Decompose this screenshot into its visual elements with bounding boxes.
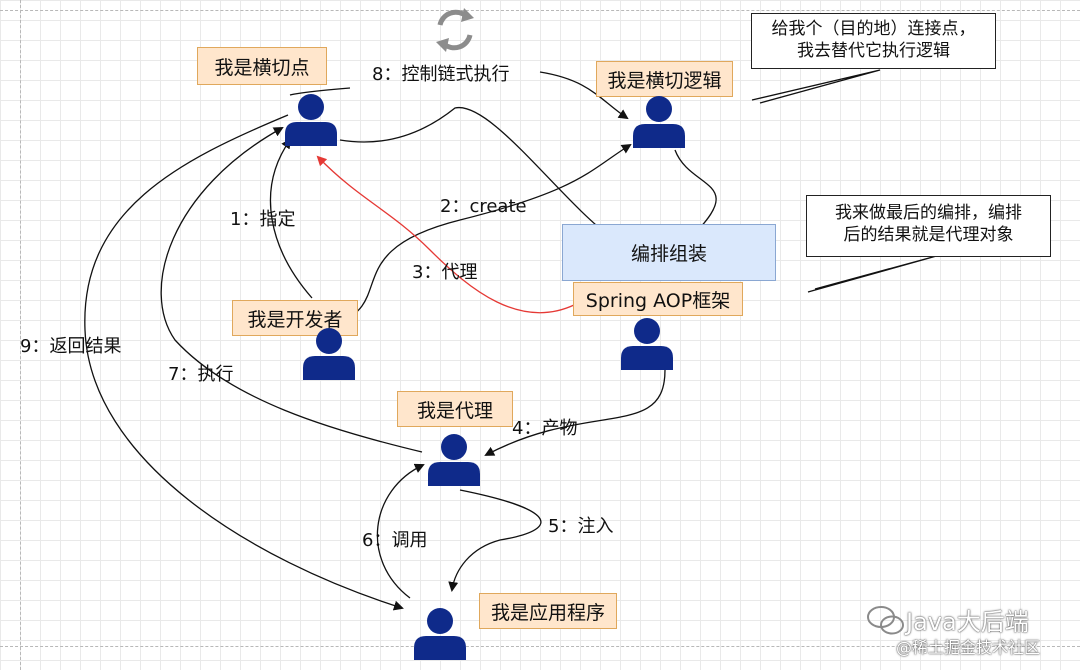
callout-right-tail (807, 254, 941, 293)
person-icon (428, 434, 480, 486)
node-crosscut-point: 我是横切点 (197, 47, 327, 85)
edge-label-8: 8：控制链式执行 (372, 64, 510, 85)
node-crosscut-logic: 我是横切逻辑 (596, 61, 733, 97)
edge-label-3: 3：代理 (412, 262, 478, 283)
edge-8-chain-arrow (539, 71, 629, 120)
edge-6-invoke (376, 463, 425, 599)
edge-label-1: 1：指定 (230, 209, 296, 230)
edge-logic-to-orchestrate (674, 149, 717, 240)
person-icon (633, 96, 685, 148)
edge-label-4: 4：产物 (512, 418, 578, 439)
edge-5-inject (448, 489, 542, 592)
edge-8-chain (289, 87, 351, 96)
edge-label-9: 9：返回结果 (20, 336, 122, 357)
callout-top-tail (751, 69, 881, 104)
node-proxy: 我是代理 (397, 391, 513, 427)
refresh-icon (436, 8, 474, 52)
edge-label-2: 2：create (440, 196, 527, 217)
edge-point-to-orchestrate (339, 107, 614, 240)
person-icon (303, 328, 355, 380)
node-orchestrate: 编排组装 (562, 224, 776, 281)
guide-line (0, 10, 1080, 11)
callout-right: 我来做最后的编排，编排 后的结果就是代理对象 (806, 195, 1051, 257)
edge-label-5: 5：注入 (548, 516, 614, 537)
guide-line (20, 0, 21, 670)
person-icon (621, 318, 673, 370)
node-app: 我是应用程序 (479, 593, 617, 629)
person-icon (414, 608, 466, 660)
person-icon (285, 94, 337, 146)
node-framework: Spring AOP框架 (573, 282, 743, 316)
wechat-icon (867, 606, 904, 635)
edge-1-specify (269, 138, 313, 299)
callout-top: 给我个（目的地）连接点， 我去替代它执行逻辑 (751, 13, 996, 69)
node-developer: 我是开发者 (232, 300, 358, 336)
edge-3-proxy (316, 155, 575, 314)
edge-9-return (84, 114, 404, 611)
guide-line (0, 646, 1080, 647)
edge-4-product (484, 369, 666, 456)
watermark-brand: Java大后端 (906, 608, 1029, 636)
watermark-community: @稀土掘金技术社区 (896, 638, 1041, 657)
edge-label-6: 6：调用 (362, 530, 428, 551)
edge-7-execute (160, 127, 423, 453)
edge-label-7: 7：执行 (168, 364, 234, 385)
edge-2-create (339, 143, 632, 323)
